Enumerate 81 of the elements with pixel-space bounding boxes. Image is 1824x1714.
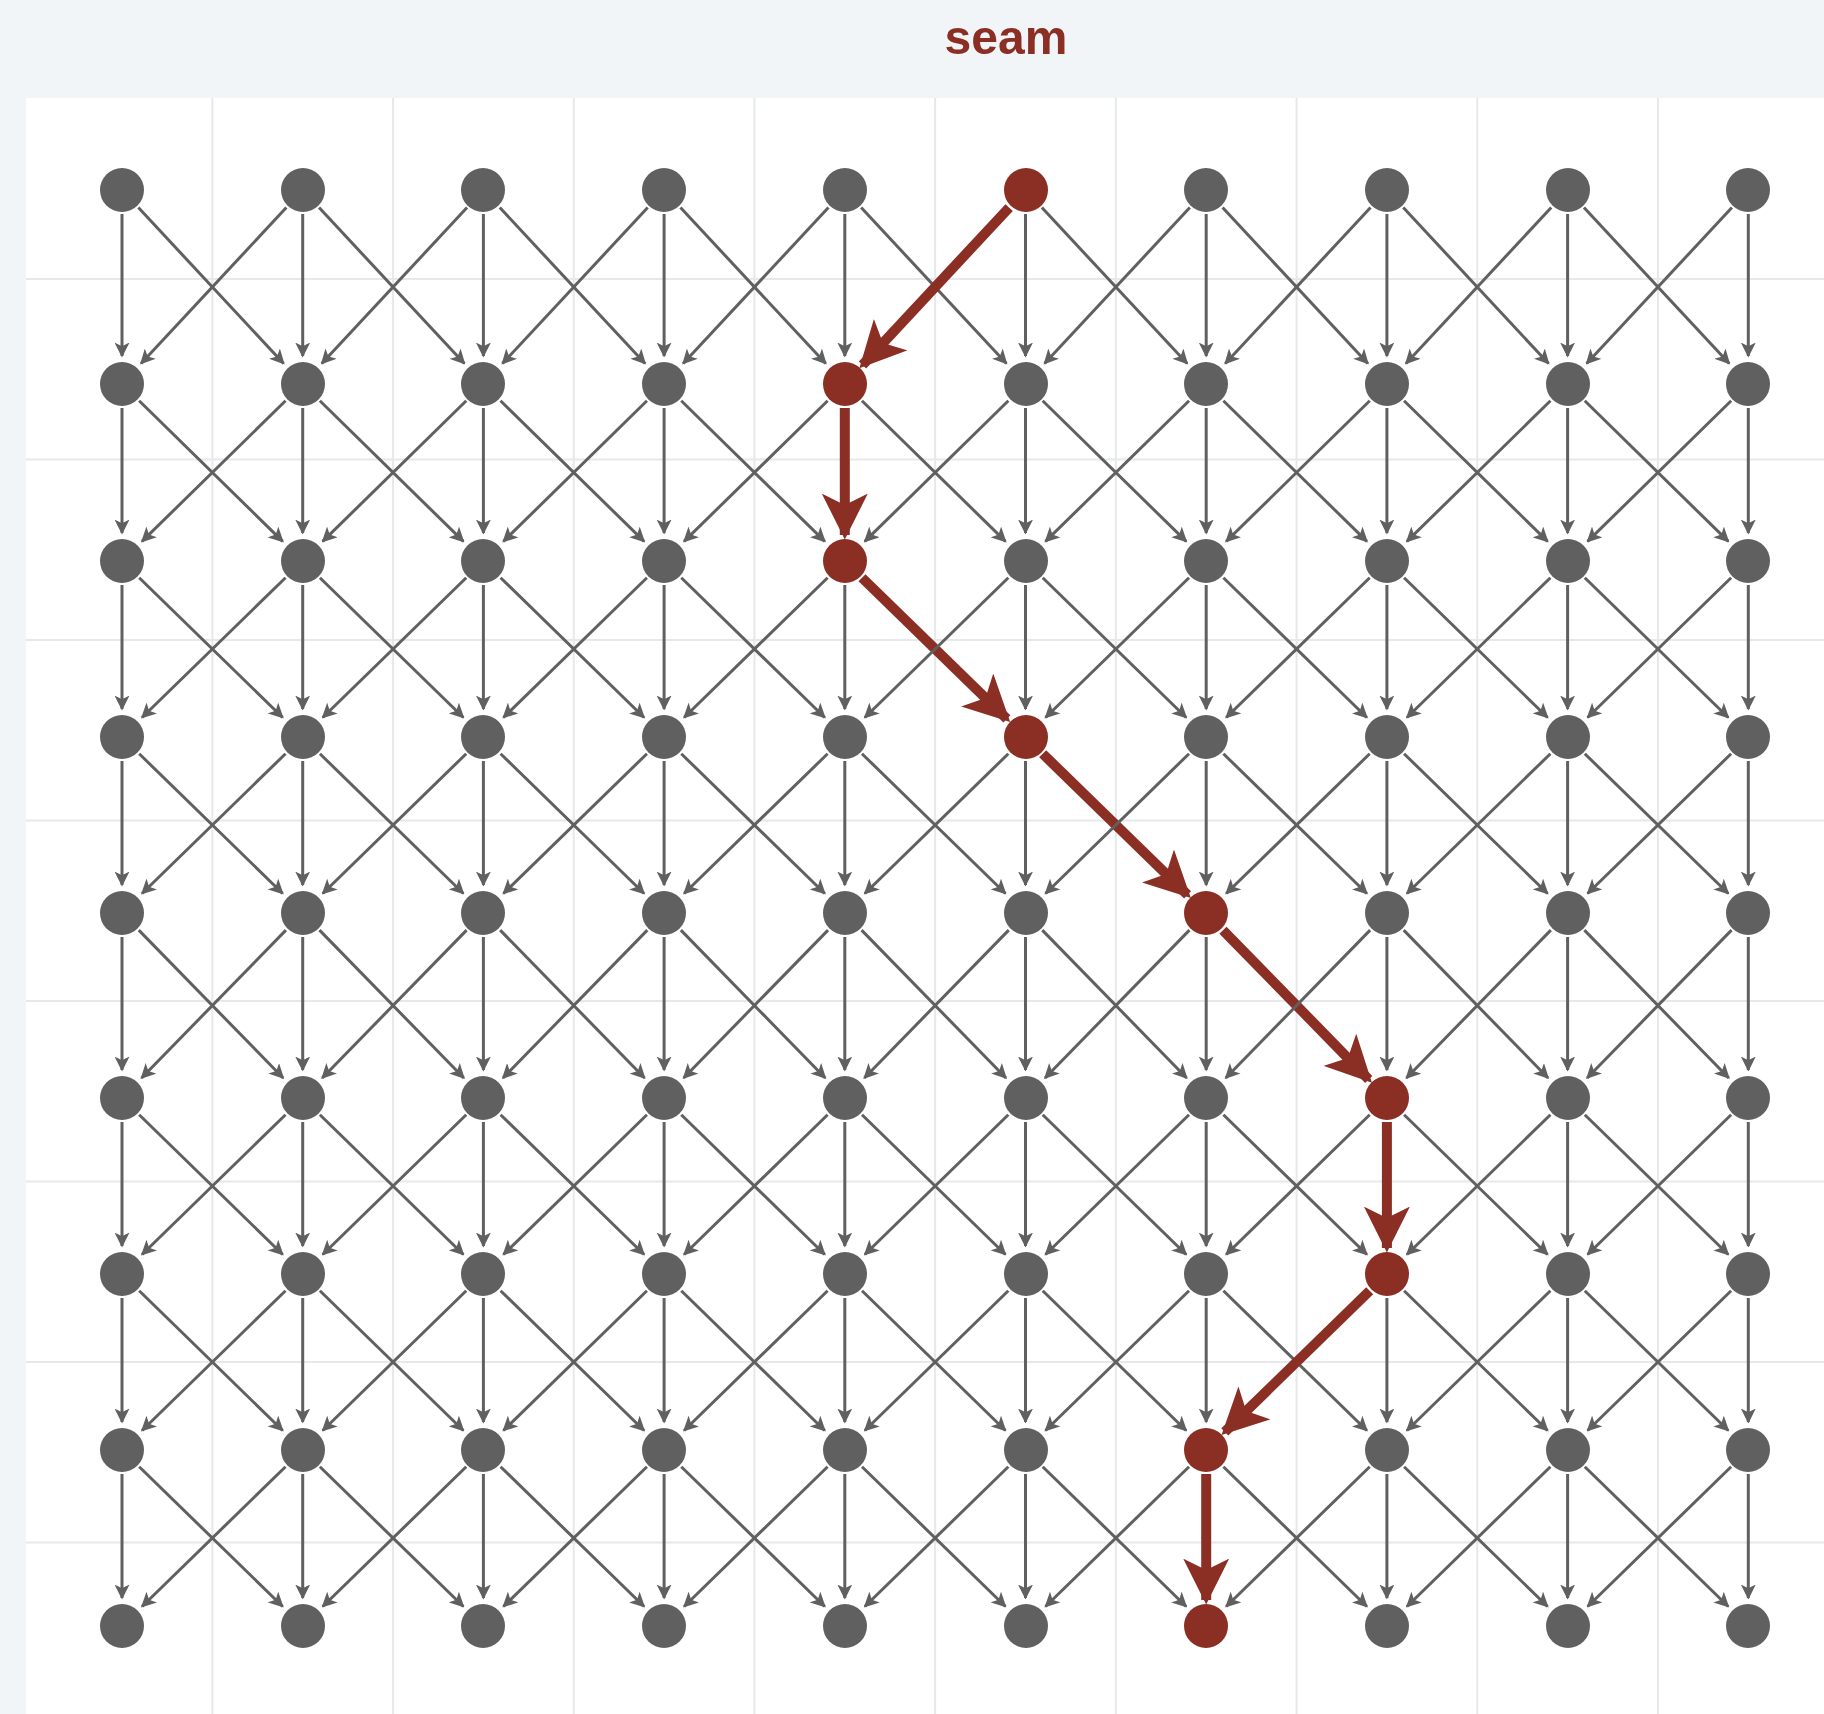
arrow [475,585,491,711]
arrow [656,1122,672,1248]
arrow [1018,1474,1033,1600]
arrow [1560,585,1576,711]
arrow [1379,761,1395,887]
arrow [837,1298,853,1424]
arrow [656,1298,672,1424]
arrow [656,1474,672,1600]
arrow [114,408,130,535]
arrow [837,1474,853,1600]
arrow [1740,1122,1756,1248]
arrow [114,1474,130,1600]
arrow [114,1122,130,1248]
arrow [656,214,672,358]
arrow [1363,1122,1410,1253]
arrow [295,1298,311,1424]
arrow [475,214,491,358]
arrow [475,1474,491,1600]
arrow [1018,585,1033,711]
arrow [1198,408,1214,535]
arrow [837,585,853,711]
arrow [295,585,311,711]
arrow [114,761,130,887]
arrow [1018,1122,1033,1248]
arrow [1018,761,1033,887]
arrow [475,937,491,1072]
arrow [1740,937,1756,1072]
arrow [1740,408,1756,535]
arrow [1018,214,1033,358]
arrow [1560,1298,1576,1424]
diagram-title: seam [944,10,1068,66]
arrow [1379,214,1395,358]
arrow [656,761,672,887]
arrow [295,937,311,1072]
arrow [114,585,130,711]
arrow [1560,1122,1576,1248]
arrow [1379,408,1395,535]
arrow [837,937,853,1072]
arrow [295,214,311,358]
arrow [1198,214,1214,358]
arrow [1198,585,1214,711]
arrow [1183,1474,1230,1605]
arrow [1379,1298,1395,1424]
arrow [1740,214,1756,358]
arrow [1379,585,1395,711]
arrow [656,408,672,535]
arrow [295,408,311,535]
arrow [1018,1298,1033,1424]
arrow [1018,408,1033,535]
arrow [1018,937,1033,1072]
arrow [1560,761,1576,887]
arrow [1379,937,1395,1072]
arrow [1379,1474,1395,1600]
arrow [656,585,672,711]
arrow [114,214,130,358]
arrow [821,408,868,540]
arrow [1740,761,1756,887]
arrow [837,1122,853,1248]
arrow [1740,585,1756,711]
arrow [475,1122,491,1248]
arrow [837,214,853,358]
arrow [1740,1474,1756,1600]
arrow [656,937,672,1072]
arrow [295,1474,311,1600]
arrow [475,761,491,887]
arrow [295,761,311,887]
arrow [1560,1474,1576,1600]
arrow [837,761,853,887]
arrow [295,1122,311,1248]
arrow [114,937,130,1072]
arrow [1198,937,1214,1072]
arrow [1198,1122,1214,1248]
arrow [1198,1298,1214,1424]
arrow [1198,761,1214,887]
arrow [114,1298,130,1424]
arrow [1560,937,1576,1072]
arrow [475,1298,491,1424]
arrow [1560,408,1576,535]
arrow [475,408,491,535]
arrow [1560,214,1576,358]
arrow [1740,1298,1756,1424]
